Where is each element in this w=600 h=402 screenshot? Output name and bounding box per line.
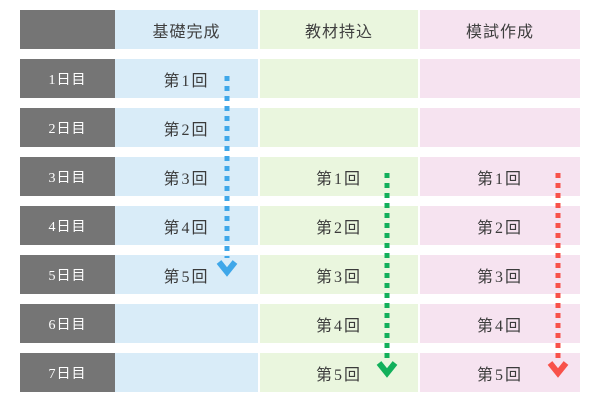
row-label: 6日目 (20, 304, 115, 343)
cell-mockexam: 第2回 (420, 206, 580, 245)
cell-materials: 第5回 (260, 353, 418, 392)
row-label: 2日目 (20, 108, 115, 147)
cell-mockexam: 第3回 (420, 255, 580, 294)
cell-mockexam (420, 59, 580, 98)
table-row-day2: 2日目 第2回 (20, 108, 580, 147)
column-header-mockexam: 模試作成 (420, 10, 580, 49)
row-label: 1日目 (20, 59, 115, 98)
cell-foundation: 第1回 (115, 59, 258, 98)
cell-materials: 第2回 (260, 206, 418, 245)
cell-mockexam (420, 108, 580, 147)
table-row-day7: 7日目 第5回 第5回 (20, 353, 580, 392)
table-row-day6: 6日目 第4回 第4回 (20, 304, 580, 343)
table-row-day1: 1日目 第1回 (20, 59, 580, 98)
study-schedule-table: 基礎完成 教材持込 模試作成 1日目 第1回 2日目 第2回 3日目 第3回 第… (20, 10, 580, 402)
cell-foundation: 第5回 (115, 255, 258, 294)
row-label: 4日目 (20, 206, 115, 245)
cell-materials: 第4回 (260, 304, 418, 343)
cell-mockexam: 第5回 (420, 353, 580, 392)
cell-materials (260, 59, 418, 98)
cell-foundation (115, 304, 258, 343)
table-row-day5: 5日目 第5回 第3回 第3回 (20, 255, 580, 294)
header-row: 基礎完成 教材持込 模試作成 (20, 10, 580, 49)
row-label: 3日目 (20, 157, 115, 196)
column-header-materials: 教材持込 (260, 10, 418, 49)
cell-mockexam: 第1回 (420, 157, 580, 196)
cell-mockexam: 第4回 (420, 304, 580, 343)
row-label: 7日目 (20, 353, 115, 392)
cell-materials: 第3回 (260, 255, 418, 294)
column-header-foundation: 基礎完成 (115, 10, 258, 49)
cell-foundation (115, 353, 258, 392)
table-row-day3: 3日目 第3回 第1回 第1回 (20, 157, 580, 196)
cell-materials (260, 108, 418, 147)
table-row-day4: 4日目 第4回 第2回 第2回 (20, 206, 580, 245)
cell-foundation: 第2回 (115, 108, 258, 147)
row-label: 5日目 (20, 255, 115, 294)
cell-foundation: 第3回 (115, 157, 258, 196)
cell-materials: 第1回 (260, 157, 418, 196)
cell-foundation: 第4回 (115, 206, 258, 245)
corner-cell (20, 10, 115, 49)
